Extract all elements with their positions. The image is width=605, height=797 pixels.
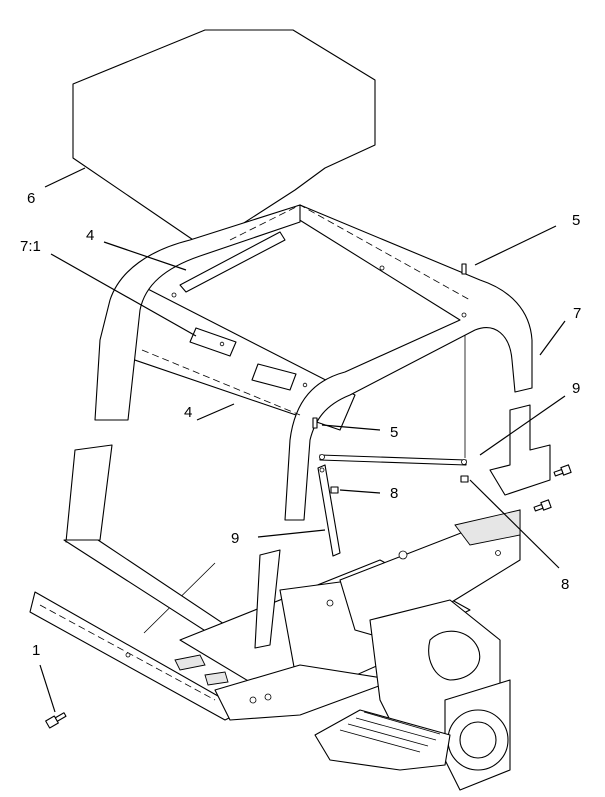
support-rods [317,454,467,557]
callout-9-left: 9 [231,530,239,547]
callout-4-top: 4 [86,227,94,244]
hardware [45,263,572,729]
callout-4-front: 4 [184,404,192,421]
callout-8-mid: 8 [390,485,398,502]
operator-step [314,709,451,771]
right-upright-support [254,404,551,649]
roll-bar-frame [94,204,533,521]
callout-9-right: 9 [572,380,580,397]
callout-7-1: 7:1 [20,238,41,255]
left-upright-tube [63,444,249,651]
callout-5-top: 5 [572,212,580,229]
callout-1: 1 [32,642,40,659]
callout-8-bottom: 8 [561,576,569,593]
callout-7: 7 [573,305,581,322]
callout-labels: 1 4 4 5 5 6 7 7:1 8 8 9 9 [20,190,581,659]
chassis-deck [326,509,521,791]
callout-5-mid: 5 [390,424,398,441]
callout-6: 6 [27,190,35,207]
canopy-sheet [72,29,376,249]
leader-lines [39,167,566,713]
